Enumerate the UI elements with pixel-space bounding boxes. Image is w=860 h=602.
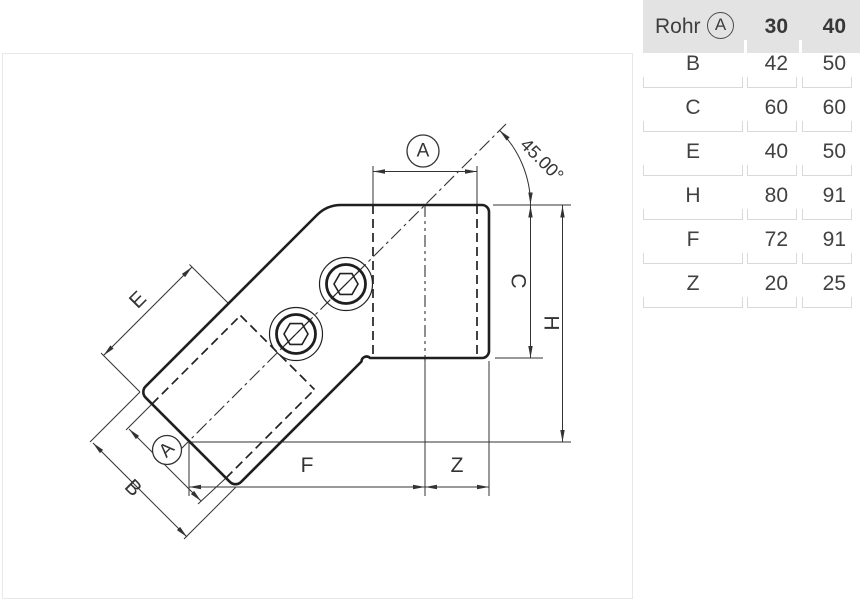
dim-e-lines <box>100 264 229 393</box>
value-40: 91 <box>822 184 846 207</box>
header-separator <box>744 40 747 53</box>
dim-label-h: H <box>540 315 563 330</box>
dim-fz-lines <box>188 361 490 496</box>
cell-underline <box>643 209 743 220</box>
value-30: 80 <box>764 184 788 207</box>
technical-drawing: A 45.00° E C H F Z B A <box>89 123 571 540</box>
dim-a-top-lines <box>372 166 478 205</box>
header-col-30: 30 <box>764 15 788 38</box>
pipe-diameter-icon: A <box>707 12 734 39</box>
header-col-40: 40 <box>822 15 846 38</box>
table-row: B 42 50 <box>643 44 860 88</box>
cell-underline <box>802 253 852 264</box>
value-30: 72 <box>764 228 788 251</box>
row-label: C <box>685 96 701 119</box>
dim-h-lines <box>189 205 571 443</box>
hidden-line-pipe-end <box>239 314 316 391</box>
hidden-line-angled-upper <box>151 314 242 405</box>
cell-underline <box>747 209 797 220</box>
dimension-arrows <box>93 130 565 537</box>
screw-symbol-lower <box>268 306 324 362</box>
dim-a-bottom-circle <box>151 434 183 466</box>
table-row: E 40 50 <box>643 132 860 176</box>
cell-underline <box>747 121 797 132</box>
cell-underline <box>802 209 852 220</box>
cell-underline <box>802 297 852 308</box>
hidden-pipe-lines <box>151 205 478 479</box>
value-40: 50 <box>822 140 846 163</box>
value-40: 60 <box>822 96 846 119</box>
dim-c-lines <box>495 205 543 359</box>
spec-table: Rohr A 30 40 B 42 50 C 60 60 E 40 50 H 8… <box>643 0 860 320</box>
value-30: 60 <box>764 96 788 119</box>
dim-a-top-circle <box>406 134 440 168</box>
table-row: C 60 60 <box>643 88 860 132</box>
row-label: F <box>686 228 700 251</box>
table-header: Rohr A 30 40 <box>643 0 860 53</box>
header-rohr-label: Rohr <box>655 15 701 38</box>
screw-symbol-upper <box>318 256 374 312</box>
table-row: Z 20 25 <box>643 264 860 308</box>
cell-underline <box>643 77 743 88</box>
cell-underline <box>747 297 797 308</box>
dim-b-lines <box>89 391 236 540</box>
cell-underline <box>643 121 743 132</box>
row-label: B <box>685 52 700 75</box>
table-row: H 80 91 <box>643 176 860 220</box>
cell-underline <box>802 77 852 88</box>
value-40: 91 <box>822 228 846 251</box>
cell-underline <box>643 297 743 308</box>
value-30: 42 <box>764 52 788 75</box>
hidden-line-angled-lower <box>225 388 316 479</box>
dim-label-f: F <box>301 454 314 477</box>
drawing-panel: A 45.00° E C H F Z B A <box>2 53 633 599</box>
dim-label-c: C <box>507 273 530 288</box>
cell-underline <box>643 253 743 264</box>
cell-underline <box>747 253 797 264</box>
hex-socket-icon <box>333 272 359 296</box>
row-label: H <box>685 184 701 207</box>
dim-label-a-top: A <box>417 141 430 162</box>
cell-underline <box>747 77 797 88</box>
table-row: F 72 91 <box>643 220 860 264</box>
dim-label-z: Z <box>451 454 464 477</box>
cell-underline <box>802 165 852 176</box>
cell-underline <box>747 165 797 176</box>
value-40: 25 <box>822 272 846 295</box>
row-label: Z <box>686 272 700 295</box>
dim-label-b: B <box>120 475 146 501</box>
hex-socket-icon <box>283 322 309 346</box>
value-30: 20 <box>764 272 788 295</box>
row-label: E <box>685 140 700 163</box>
value-40: 50 <box>822 52 846 75</box>
connector-body-outline <box>142 203 491 486</box>
dimension-lines <box>89 130 571 540</box>
value-30: 40 <box>764 140 788 163</box>
header-separator <box>799 40 802 53</box>
cell-underline <box>643 165 743 176</box>
dim-label-e: E <box>125 287 151 313</box>
cell-underline <box>802 121 852 132</box>
angle-label: 45.00° <box>516 134 567 185</box>
